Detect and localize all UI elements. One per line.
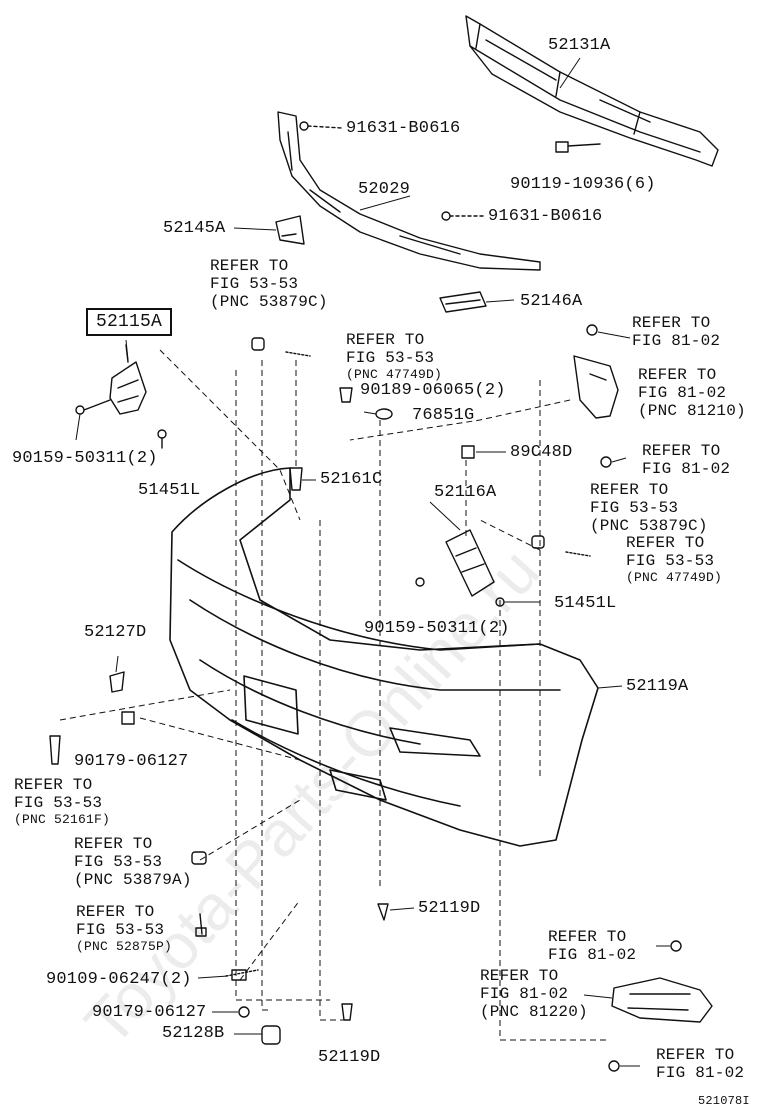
clip-52161C — [289, 467, 303, 491]
clip-53879C-top — [251, 337, 265, 351]
ref-53879C-right: REFER TO FIG 53-53 (PNC 53879C) — [590, 481, 708, 535]
clip-53879A — [191, 851, 207, 865]
bolt-91631-mid — [441, 211, 485, 221]
label-52145A: 52145A — [163, 219, 226, 238]
label-52161C: 52161C — [320, 470, 383, 489]
fastener-90159-left — [75, 399, 111, 415]
nut-81-02-c — [670, 940, 682, 952]
label-76851G: 76851G — [412, 406, 475, 425]
ref-52161F: REFER TO FIG 53-53 (PNC 52161F) — [14, 776, 111, 827]
bolt-90109 — [225, 969, 259, 981]
cap-52127D — [109, 671, 125, 693]
nut-81-02-b — [600, 456, 612, 468]
ref-53879A: REFER TO FIG 53-53 (PNC 53879A) — [74, 835, 192, 889]
label-51451L-left: 51451L — [138, 481, 201, 500]
bumper-cover-52119A — [169, 467, 599, 847]
grommet-76851G — [375, 408, 393, 420]
screw-47749D-right — [565, 551, 591, 557]
side-retainer-52116A — [445, 529, 495, 597]
ref-81-02-d: REFER TO FIG 81-02 — [656, 1046, 745, 1082]
bracket-52146A — [439, 291, 487, 313]
figure-code: 521078I — [698, 1094, 750, 1108]
upper-retainer-52029 — [277, 111, 541, 271]
screw-47749D-top — [285, 351, 311, 357]
ref-53879C-top: REFER TO FIG 53-53 (PNC 53879C) — [210, 257, 328, 311]
nut-81-02-d — [608, 1060, 620, 1072]
clip-89C48D — [461, 445, 475, 459]
label-52119D-bottom: 52119D — [318, 1048, 381, 1067]
ref-81-02-a: REFER TO FIG 81-02 — [632, 314, 721, 350]
bolt-52875P — [195, 913, 207, 937]
label-90179-06127-top: 90179-06127 — [74, 752, 189, 771]
clip-53879C-right — [531, 535, 545, 549]
fog-lamp-81220 — [611, 977, 713, 1023]
label-52131A: 52131A — [548, 36, 611, 55]
reflector-81210 — [573, 355, 619, 419]
ref-47749D-right: REFER TO FIG 53-53 (PNC 47749D) — [626, 534, 723, 585]
ref-81-02-b: REFER TO FIG 81-02 — [642, 442, 731, 478]
label-90189-06065: 90189-06065(2) — [360, 381, 506, 400]
bolt-91631-top — [299, 121, 343, 131]
label-89C48D: 89C48D — [510, 443, 573, 462]
label-91631-B0616-mid: 91631-B0616 — [488, 207, 603, 226]
label-52115A-highlighted: 52115A — [86, 308, 173, 336]
clip-52119D-mid — [377, 903, 389, 921]
label-52029: 52029 — [358, 180, 411, 199]
label-51451L-right: 51451L — [554, 594, 617, 613]
ref-47749D-top: REFER TO FIG 53-53 (PNC 47749D) — [346, 331, 443, 382]
label-52128B: 52128B — [162, 1024, 225, 1043]
label-52146A: 52146A — [520, 292, 583, 311]
clip-52161F — [49, 735, 61, 765]
cap-52128B — [261, 1025, 281, 1045]
label-52119A: 52119A — [626, 677, 689, 696]
label-91631-B0616-top: 91631-B0616 — [346, 119, 461, 138]
label-90109-06247: 90109-06247(2) — [46, 970, 192, 989]
ref-81220: REFER TO FIG 81-02 (PNC 81220) — [480, 967, 588, 1021]
label-90119-10936: 90119-10936(6) — [510, 175, 656, 194]
label-52119D-mid: 52119D — [418, 899, 481, 918]
nut-81-02-a — [586, 324, 598, 336]
nut-90179-bottom — [238, 1006, 250, 1018]
label-52116A: 52116A — [434, 483, 497, 502]
ref-81-02-c: REFER TO FIG 81-02 — [548, 928, 637, 964]
clip-90189 — [339, 387, 353, 403]
bolt-90119 — [555, 141, 601, 153]
label-90159-50311-right: 90159-50311(2) — [364, 619, 510, 638]
label-90159-50311-left: 90159-50311(2) — [12, 449, 158, 468]
fastener-90159-right — [415, 577, 425, 587]
label-90179-06127-bottom: 90179-06127 — [92, 1003, 207, 1022]
reinforcement-beam-52131A — [465, 15, 719, 167]
fastener-51451L-left — [157, 429, 167, 449]
ref-81210: REFER TO FIG 81-02 (PNC 81210) — [638, 366, 746, 420]
clip-52119D-bottom — [341, 1003, 353, 1021]
bracket-52145A — [275, 215, 305, 245]
label-52127D: 52127D — [84, 623, 147, 642]
ref-52875P: REFER TO FIG 53-53 (PNC 52875P) — [76, 903, 173, 954]
nut-90179-top — [121, 711, 135, 725]
